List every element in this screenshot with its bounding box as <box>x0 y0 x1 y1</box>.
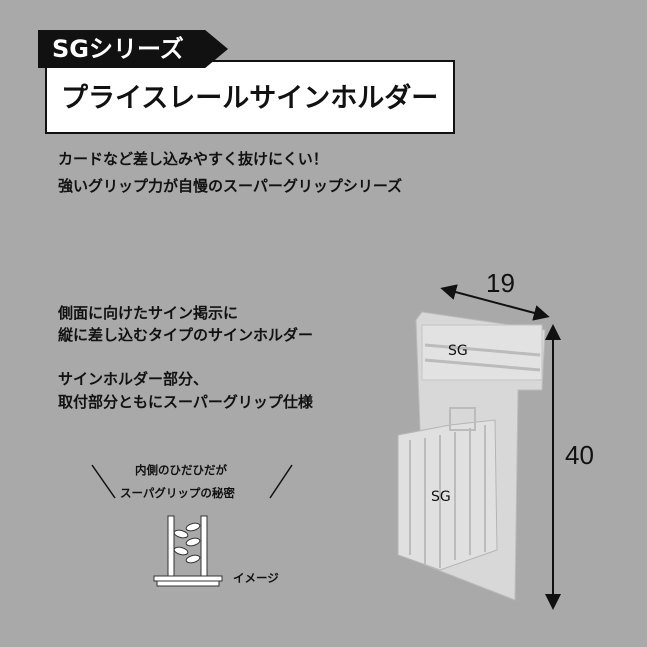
height-dimension: 40 <box>565 440 594 470</box>
diagram-caption-1: 内側のひだひだが <box>135 463 227 477</box>
product-photo <box>397 284 561 610</box>
description-4: 取付部分ともにスーパーグリップ仕様 <box>58 393 313 411</box>
image-label: イメージ <box>233 571 279 585</box>
tagline-1: カードなど差し込みやすく抜けにくい！ <box>58 150 328 168</box>
description-1: 側面に向けたサイン掲示に <box>58 304 239 322</box>
description-3: サインホルダー部分、 <box>58 370 209 388</box>
sg-mark-top: SG <box>448 343 468 359</box>
series-tab: SGシリーズ <box>38 30 228 68</box>
diagram-caption-2: スーパグリップの秘密 <box>120 486 235 500</box>
caption-line-right <box>269 464 293 499</box>
page-title: プライスレールサインホルダー <box>45 60 455 134</box>
grip-diagram <box>91 464 293 587</box>
caption-line-left <box>91 464 116 499</box>
description-2: 縦に差し込むタイプのサインホルダー <box>58 326 314 344</box>
width-arrow <box>440 284 550 321</box>
sg-mark-bottom: SG <box>431 489 451 505</box>
tagline-2: 強いグリップ力が自慢のスーパーグリップシリーズ <box>58 177 403 195</box>
width-dimension: 19 <box>486 268 515 298</box>
